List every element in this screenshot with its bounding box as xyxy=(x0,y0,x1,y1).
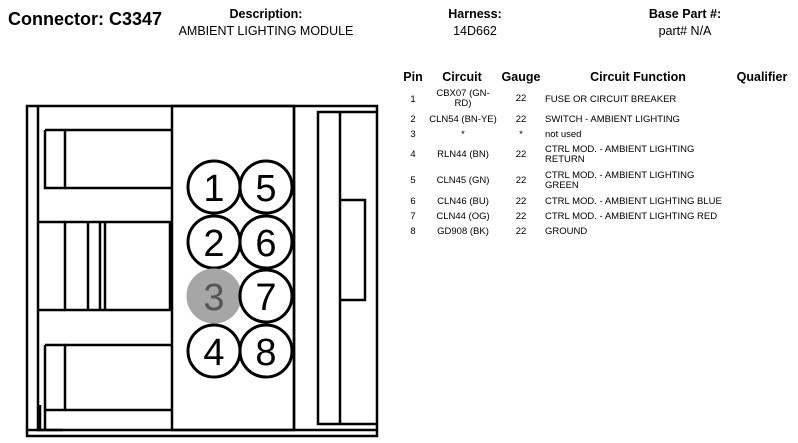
row-gauge-line: 22 xyxy=(515,149,527,160)
row-circuit-line: CLN54 (BN-YE) xyxy=(429,114,497,125)
row-function-line: CTRL MOD. - AMBIENT LIGHTING xyxy=(545,144,695,155)
row-circuit-line: CLN45 (GN) xyxy=(436,175,490,186)
row-pin: 8 xyxy=(403,227,423,237)
row-gauge-line: 22 xyxy=(515,196,527,207)
pin-label-3: 3 xyxy=(203,277,224,319)
description-value: AMBIENT LIGHTING MODULE xyxy=(178,24,354,38)
row-function: FUSE OR CIRCUIT BREAKER xyxy=(545,95,735,105)
row-function-line: GREEN xyxy=(545,180,579,191)
row-circuit: CLN46 (BU) xyxy=(423,197,503,207)
row-circuit-line: CLN46 (BU) xyxy=(437,196,489,207)
row-pin-line: 6 xyxy=(410,196,416,207)
row-gauge: 22 xyxy=(506,176,536,186)
row-pin: 2 xyxy=(403,115,423,125)
pin-cavity-8 xyxy=(238,323,294,379)
row-pin: 5 xyxy=(403,176,423,186)
row-circuit-line: RD) xyxy=(454,98,472,109)
row-function-line: CTRL MOD. - AMBIENT LIGHTING RED xyxy=(545,211,718,222)
header-circuit-function: Circuit Function xyxy=(590,70,686,84)
pin-cavity-5 xyxy=(238,159,294,215)
row-gauge: * xyxy=(506,130,536,140)
row-pin: 6 xyxy=(403,197,423,207)
pin-label-1: 1 xyxy=(203,168,224,210)
row-pin-line: 4 xyxy=(410,149,416,160)
header-gauge: Gauge xyxy=(501,70,541,84)
row-function-line: CTRL MOD. - AMBIENT LIGHTING BLUE xyxy=(545,196,722,207)
pin-label-5: 5 xyxy=(255,168,276,210)
row-circuit: CLN54 (BN-YE) xyxy=(423,115,503,125)
row-circuit: CLN45 (GN) xyxy=(423,176,503,186)
row-gauge: 22 xyxy=(506,212,536,222)
row-gauge-line: * xyxy=(519,129,523,140)
row-pin: 3 xyxy=(403,130,423,140)
pin-label-4: 4 xyxy=(203,332,224,374)
row-gauge-line: 22 xyxy=(515,93,527,104)
row-pin-line: 2 xyxy=(410,114,416,125)
row-function-line: GROUND xyxy=(545,226,588,237)
pin-cavity-6 xyxy=(238,214,294,270)
pin-label-7: 7 xyxy=(255,277,276,319)
description-label: Description: xyxy=(229,7,303,21)
row-circuit: RLN44 (BN) xyxy=(423,150,503,160)
row-circuit: CLN44 (OG) xyxy=(423,212,503,222)
row-pin: 1 xyxy=(403,95,423,105)
pin-label-6: 6 xyxy=(255,223,276,265)
connector-housing xyxy=(25,104,379,438)
row-gauge-line: 22 xyxy=(515,226,527,237)
pin-cavity-7 xyxy=(238,268,294,324)
row-circuit: * xyxy=(423,130,503,140)
row-pin: 7 xyxy=(403,212,423,222)
row-circuit: CBX07 (GN-RD) xyxy=(423,89,503,109)
row-function-line: RETURN xyxy=(545,154,585,165)
row-pin-line: 3 xyxy=(410,129,416,140)
row-gauge: 22 xyxy=(506,150,536,160)
row-gauge-line: 22 xyxy=(515,211,527,222)
pin-label-2: 2 xyxy=(203,223,224,265)
row-circuit-line: * xyxy=(461,129,465,140)
header-pin: Pin xyxy=(403,70,423,84)
row-function-line: SWITCH - AMBIENT LIGHTING xyxy=(545,114,680,125)
row-circuit-line: GD908 (BK) xyxy=(437,226,489,237)
row-circuit-line: RLN44 (BN) xyxy=(437,149,489,160)
row-pin-line: 7 xyxy=(410,211,416,222)
row-gauge: 22 xyxy=(506,94,536,104)
row-circuit-line: CLN44 (OG) xyxy=(436,211,490,222)
connector-id: C3347 xyxy=(109,9,163,29)
row-function-line: not used xyxy=(545,129,582,140)
header-qualifier: Qualifier xyxy=(736,70,788,84)
harness-value: 14D662 xyxy=(453,24,497,38)
connector-label: Connector: xyxy=(8,9,104,29)
connector-title: Connector: C3347 xyxy=(8,9,162,30)
row-pin: 4 xyxy=(403,150,423,160)
row-circuit: GD908 (BK) xyxy=(423,227,503,237)
row-gauge: 22 xyxy=(506,227,536,237)
row-pin-line: 8 xyxy=(410,226,416,237)
row-function: not used xyxy=(545,130,735,140)
harness-label: Harness: xyxy=(448,7,502,21)
row-gauge: 22 xyxy=(506,115,536,125)
row-pin-line: 5 xyxy=(410,175,416,186)
row-pin-line: 1 xyxy=(410,94,416,105)
pin-label-8: 8 xyxy=(255,332,276,374)
row-function: GROUND xyxy=(545,227,735,237)
header-circuit: Circuit xyxy=(442,70,482,84)
base-part-label: Base Part #: xyxy=(648,7,722,21)
row-gauge: 22 xyxy=(506,197,536,207)
base-part-value: part# N/A xyxy=(658,24,712,38)
row-function: SWITCH - AMBIENT LIGHTING xyxy=(545,115,735,125)
row-function: CTRL MOD. - AMBIENT LIGHTING BLUE xyxy=(545,197,735,207)
row-gauge-line: 22 xyxy=(515,175,527,186)
row-circuit-line: CBX07 (GN- xyxy=(436,88,490,99)
row-gauge-line: 22 xyxy=(515,114,527,125)
row-function: CTRL MOD. - AMBIENT LIGHTING RED xyxy=(545,212,735,222)
row-function-line: CTRL MOD. - AMBIENT LIGHTING xyxy=(545,170,695,181)
row-function-line: FUSE OR CIRCUIT BREAKER xyxy=(545,94,677,105)
